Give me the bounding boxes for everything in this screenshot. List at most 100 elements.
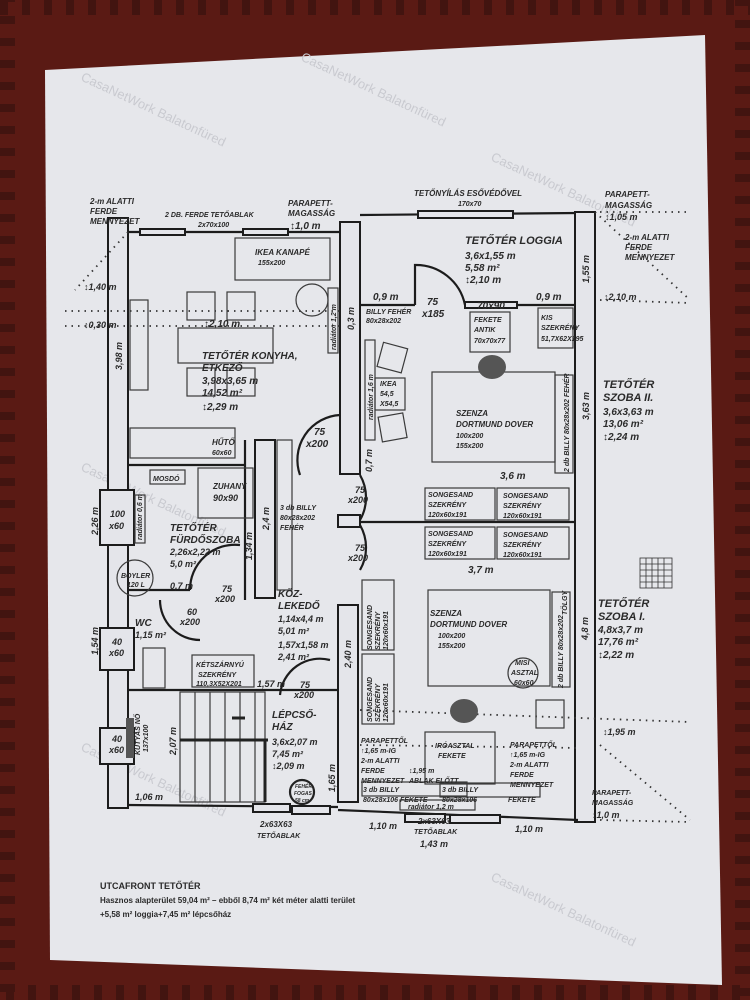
label-stairs-picture-0: KUTYÁS NŐ [133,713,142,755]
caption: UTCAFRONT TETŐTÉR Hasznos alapterület 59… [100,880,356,919]
rect-shape [226,367,256,397]
label-room1-table-1: ASZTAL [510,670,538,677]
rect-shape [377,412,408,443]
label-top_left-parapet-1: MAGASSÁG [288,209,335,218]
rect-shape [427,589,551,687]
label-songesand-1: SZEKRÉNY [428,539,467,548]
label-stairs-skylight-0: 2x63X63 [259,820,293,829]
label-room2-kis-0: KIS [541,315,553,322]
rect-shape [551,591,571,688]
label-loggia-window: 70x90 [477,301,505,312]
label-stairs-name-0: LÉPCSŐ- [272,708,317,721]
label-stairs-hook-0: FEHÉR [295,782,312,790]
label-room1-h195: ↕1,95 m [603,727,636,737]
label-room1-billy: 2 db BILLY 80x28x202 [558,615,565,689]
label-bath-l134: 1,34 m [244,532,254,560]
label-hall-l157: 1,57 m [257,679,285,689]
label-room2-kis-1: SZEKRÉNY [541,323,580,332]
label-hall-name-1: LEKEDŐ [278,599,320,612]
label-hall-d2: 1,57x1,58 m [278,640,329,650]
label-bath-win-0: 100 [110,509,125,519]
rect-shape [374,377,406,411]
label-stairs-len: 2,07 m [168,727,178,756]
rect-shape [242,228,289,236]
label-bath-boiler-1: 120 L [127,582,145,589]
label-hall-l240: 2,40 m [343,640,353,669]
label-bath-name-0: TETŐTÉR [170,521,217,534]
label-room1-para1-0: PARAPETTŐL [361,736,408,745]
rect-shape [129,299,149,391]
label-room1-billy3b-2: FEKETE [508,797,536,804]
plant-pot [450,699,478,723]
label-room2-height: ↕2,24 m [603,432,639,443]
label-room1-parapet-0: PARAPETT- [592,790,632,797]
rect-shape [291,805,331,815]
rect-shape [424,487,496,521]
label-kitchen-wall: 0,3 m [346,307,356,330]
label-bath-shower-1: 90x90 [213,493,238,503]
rect-shape [149,469,186,485]
label-loggia-parapet_h: ↕1,05 m [605,212,638,222]
label-songesand-1: SZEKRÉNY [373,683,382,722]
rect-shape [177,327,274,364]
label-room1-billy3a-1: 80x28x106 FEKETE [363,797,428,804]
path-shape [278,657,331,696]
label-loggia-note-2: MENNYEZET [625,253,675,262]
rect-shape [276,439,293,591]
label-kitchen-area: 14,52 m² [202,388,243,399]
label-room1-billy3a-0: 3 db BILLY [363,787,400,794]
label-room1-billy3b-0: 3 db BILLY [442,787,479,794]
rect-shape [327,287,339,354]
rect-shape [142,647,166,689]
label-bath-boiler-0: BOYLER [121,573,150,580]
circle-shape [116,559,154,597]
label-wc-door-1: x200 [179,617,200,627]
rect-shape [404,813,446,823]
label-room1-table-0: MISI [515,660,530,667]
label-caption-title: UTCAFRONT TETŐTÉR [100,880,201,891]
rect-shape [535,699,565,729]
label-room1-bed-3: 155x200 [438,643,465,650]
label-bath-len: 2,26 m [90,507,100,536]
label-stairs-area: 7,45 m² [272,749,304,759]
label-room1-l110b: 1,10 m [515,824,543,834]
label-loggia-note-0: 2-m ALATTI [624,233,670,242]
label-room1-parapet-2: ↕1,0 m [592,810,620,820]
label-top_left-note-0: 2-m ALATTI [89,197,135,206]
label-loggia-left: 0,9 m [373,292,399,303]
label-stairs-win-1: x60 [108,745,124,755]
label-bath-door-1: x200 [214,594,235,604]
label-room1-skylight-1: TETŐABLAK [414,827,458,836]
rect-shape [537,307,574,349]
label-songesand-1: SZEKRÉNY [503,540,542,549]
labels: 2-m ALATTI FERDE MENNYEZET 2 DB. FERDE T… [84,189,675,849]
label-hall-billy-0: 3 db BILLY [280,505,317,512]
label-wc-area: 1,15 m² [135,630,167,640]
label-songesand-0: SONGESAND [503,532,548,539]
label-kitchen-radiator: radiátor 1,2 m [331,304,338,350]
label-room2-antik-2: 70x70x77 [474,338,506,345]
rect-shape [399,799,476,811]
label-loggia-h210: ↕2,10 m [604,292,637,302]
rect-shape [361,781,468,797]
paper-sheet [45,35,722,985]
label-hall-door1-0: 75 [355,485,366,495]
label-room2-radiator: radiátor 1,6 m [368,374,375,420]
label-room2-ikea-1: 54,5 [380,391,394,398]
label-songesand-1: SZEKRÉNY [503,501,542,510]
label-room2-bed-3: 155x200 [456,443,483,450]
label-room1-height: ↕2,22 m [598,650,634,661]
label-wc-door-0: 60 [187,607,197,617]
rect-shape [252,803,291,813]
label-wc-len: 1,54 m [90,627,100,655]
rect-shape [186,367,216,397]
label-room1-parapet-1: MAGASSÁG [592,798,634,807]
label-room1-billy3b-1: 80x28x106 [442,797,477,804]
label-songesand-1: SZEKRÉNY [373,611,382,650]
rect-shape [361,653,395,725]
rect-shape [339,221,361,475]
rect-shape [134,494,146,544]
label-room2-billy-1: 80x28x202 [366,318,401,325]
label-kitchen-door-0: 75 [314,427,326,438]
